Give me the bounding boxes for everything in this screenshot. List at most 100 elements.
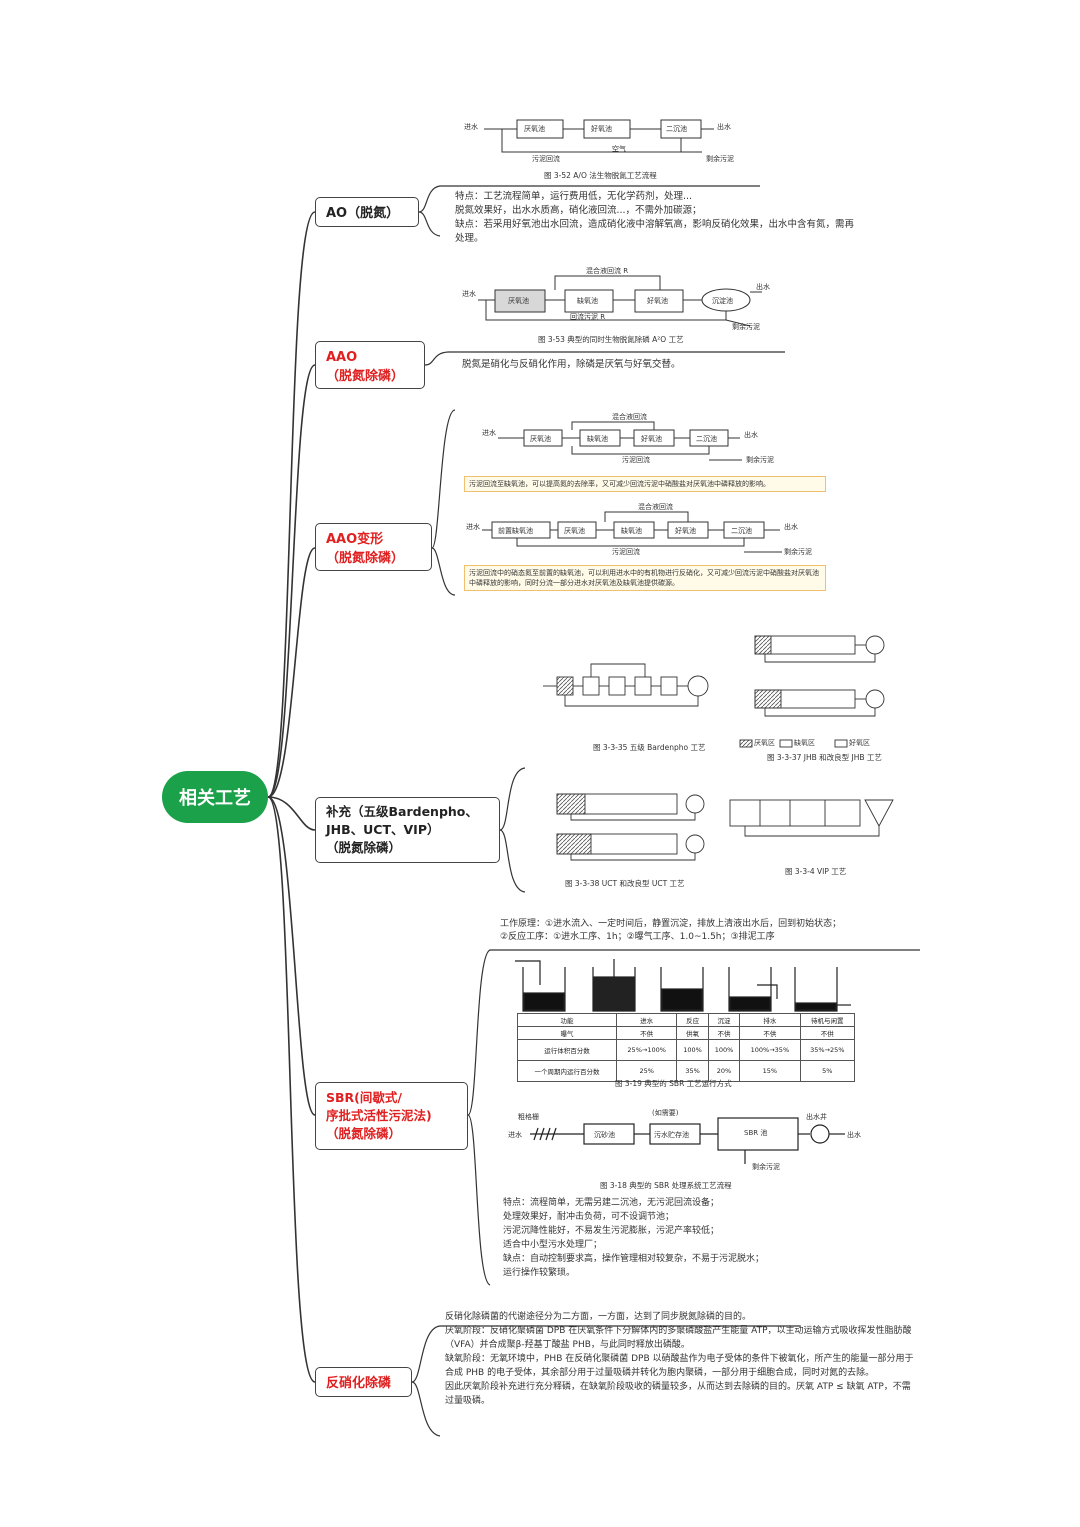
sbr-flow-caption: 图 3-18 典型的 SBR 处理系统工艺流程 — [600, 1181, 732, 1190]
aao-v1-label-mixed: 混合液回流 — [612, 413, 647, 421]
table-row: 运行体积百分数 25%→100% 100% 100% 100%→35% 35%→… — [517, 1039, 856, 1061]
ao-label-aerobic: 好氧池 — [591, 125, 612, 133]
sbr-td: 35% — [676, 1060, 709, 1082]
aao-label-inflow: 进水 — [462, 290, 476, 298]
branch-aao-title-2: （脱氮除磷） — [326, 369, 405, 384]
aao-v1-label-inflow: 进水 — [482, 429, 496, 437]
aao-label-mixed-return: 混合液回流 R — [586, 267, 629, 275]
branch-sbr-title-3: （脱氮除磷） — [326, 1126, 402, 1141]
sbr-th: 沉淀 — [707, 1013, 741, 1027]
sbr-table-head-row: 功能 进水 反应 沉淀 排水 待机与闲置 — [517, 1013, 856, 1027]
aao-v2-label-pre-anoxic: 前置缺氧池 — [498, 527, 533, 535]
aao-v1-label-excess: 剩余污泥 — [746, 456, 774, 464]
branch-supplement-title-2: JHB、UCT、VIP） — [326, 822, 440, 837]
sbr-flow-label-outflow: 出水 — [847, 1131, 861, 1139]
aao-v1-label-return: 污泥回流 — [622, 456, 650, 464]
branch-supplement-title-3: （脱氮除磷） — [326, 840, 402, 855]
aao-flow-diagram: 进水 厌氧池 缺氧池 好氧池 沉淀池 出水 混合液回流 R 回流污泥 R 剩余污… — [460, 262, 780, 348]
aao-v2-label-inflow: 进水 — [466, 523, 480, 531]
aao-v2-label-aerobic: 好氧池 — [675, 527, 696, 535]
branch-sbr-title-1: SBR(间歇式/ — [326, 1090, 402, 1105]
branch-aao-variant[interactable]: AAO变形 （脱氮除磷） — [315, 523, 432, 571]
branch-aao-variant-title-1: AAO变形 — [326, 532, 384, 547]
aao-variant-diagram-1: 混合液回流 进水 厌氧池 缺氧池 好氧池 二沉池 出水 污泥回流 剩余污泥 — [462, 410, 827, 472]
sbr-flow-diagram: 粗格栅 (如需要) 进水 沉砂池 污水贮存池 SBR 池 出水井 出水 剩余污泥 — [500, 1100, 870, 1180]
aao-v2-label-anoxic: 缺氧池 — [621, 527, 642, 535]
legend-anoxic: 缺氧区 — [794, 739, 815, 747]
aao-v2-label-anaerobic: 厌氧池 — [564, 527, 585, 535]
aao-v2-label-clarifier: 二沉池 — [731, 527, 752, 535]
aao-variant-note-2: 污泥回流中的硝态氮至前置的缺氧池，可以利用进水中的有机物进行反硝化，又可减少回流… — [464, 565, 826, 591]
sbr-flow-label-optional: (如需要) — [652, 1109, 679, 1117]
sbr-td: 运行体积百分数 — [517, 1039, 617, 1061]
branch-supplement[interactable]: 补充（五级Bardenpho、 JHB、UCT、VIP） （脱氮除磷） — [315, 797, 500, 863]
ao-label-clarifier: 二沉池 — [666, 125, 687, 133]
ao-note: 特点：工艺流程简单，运行费用低，无化学药剂，处理... 脱氮效果好，出水水质高，… — [455, 191, 855, 244]
sbr-td: 100% — [676, 1039, 709, 1061]
sbr-td: 不供 — [799, 1026, 856, 1040]
aao-label-outflow: 出水 — [756, 283, 770, 291]
sbr-header-note: 工作原理：①进水流入、一定时间后，静置沉淀，排放上清液出水后，回到初始状态； ②… — [500, 919, 842, 942]
sbr-note: 特点：流程简单，无需另建二沉池，无污泥回流设备； 处理效果好，耐冲击负荷，可不设… — [503, 1198, 765, 1278]
root-node[interactable]: 相关工艺 — [162, 771, 268, 823]
branch-ao-title: AO（脱氮） — [326, 206, 400, 221]
legend-anaerobic: 厌氧区 — [754, 739, 775, 747]
sbr-td: 5% — [799, 1060, 856, 1082]
table-row: 曝气 不供 供氧 不供 不供 不供 — [517, 1026, 856, 1040]
branch-sbr[interactable]: SBR(间歇式/ 序批式活性污泥法) （脱氮除磷） — [315, 1082, 468, 1150]
sbr-td: 不供 — [615, 1026, 678, 1040]
aao-caption: 图 3-53 典型的同时生物脱氮除磷 A²O 工艺 — [538, 335, 684, 344]
legend-aerobic: 好氧区 — [849, 739, 870, 747]
branch-aao-variant-title-2: （脱氮除磷） — [326, 551, 405, 566]
sbr-td: 不供 — [739, 1026, 801, 1040]
sbr-flow-label-outlet-well: 出水井 — [806, 1113, 827, 1121]
root-label: 相关工艺 — [179, 788, 251, 809]
branch-denitrifying-p[interactable]: 反硝化除磷 — [315, 1367, 412, 1397]
branch-aao-title-1: AAO — [326, 350, 358, 365]
sbr-td: 35%→25% — [799, 1039, 856, 1061]
ao-label-excess: 剩余污泥 — [706, 155, 734, 163]
sbr-th: 排水 — [739, 1013, 801, 1027]
sbr-td: 20% — [707, 1060, 741, 1082]
sbr-td: 25%→100% — [615, 1039, 678, 1061]
aao-v1-label-aerobic: 好氧池 — [641, 435, 662, 443]
aao-v2-label-mixed: 混合液回流 — [638, 503, 673, 511]
sbr-flow-label-sbr-tank: SBR 池 — [744, 1129, 768, 1137]
aao-label-excess: 剩余污泥 — [732, 323, 760, 331]
aao-note: 脱氮是硝化与反硝化作用，除磷是厌氧与好氧交替。 — [462, 359, 681, 370]
aao-v1-label-anoxic: 缺氧池 — [587, 435, 608, 443]
sbr-flow-label-inflow: 进水 — [508, 1131, 522, 1139]
branch-ao[interactable]: AO（脱氮） — [315, 197, 419, 227]
sbr-td: 100%→35% — [739, 1039, 801, 1061]
ao-flow-diagram: 进水 厌氧池 好氧池 二沉池 出水 污泥回流 空气 剩余污泥 图 3-52 A/… — [462, 112, 762, 184]
branch-aao[interactable]: AAO （脱氮除磷） — [315, 341, 425, 389]
sbr-flow-label-storage: 污水贮存池 — [654, 1131, 689, 1139]
sbr-flow-label-grit: 沉砂池 — [594, 1131, 615, 1139]
sbr-td: 一个周期内运行百分数 — [517, 1060, 617, 1082]
aao-v1-label-anaerobic: 厌氧池 — [530, 435, 551, 443]
branch-sbr-title-2: 序批式活性污泥法) — [326, 1108, 432, 1123]
uct-caption: 图 3-3-38 UCT 和改良型 UCT 工艺 — [565, 879, 685, 888]
vip-caption: 图 3-3-4 VIP 工艺 — [785, 867, 847, 876]
aao-v1-label-outflow: 出水 — [744, 431, 758, 439]
sbr-tanks-diagram — [495, 955, 865, 1015]
aao-v2-label-outflow: 出水 — [784, 523, 798, 531]
ao-label-air: 空气 — [612, 145, 626, 153]
ao-caption: 图 3-52 A/O 法生物脱氮工艺流程 — [544, 171, 657, 180]
aao-v2-label-excess: 剩余污泥 — [784, 548, 812, 556]
aao-label-aerobic: 好氧池 — [647, 297, 668, 305]
sbr-th: 待机与闲置 — [799, 1013, 856, 1027]
sbr-th: 进水 — [615, 1013, 678, 1027]
sbr-flow-label-excess: 剩余污泥 — [752, 1163, 780, 1171]
sbr-td: 15% — [739, 1060, 801, 1082]
sbr-th: 功能 — [517, 1013, 617, 1027]
denitrifying-p-note: 反硝化除磷菌的代谢途径分为二方面，一方面，达到了同步脱氮除磷的目的。 厌氧阶段：… — [445, 1312, 914, 1406]
ao-label-outflow: 出水 — [717, 123, 731, 131]
sbr-td: 100% — [707, 1039, 741, 1061]
aao-label-settling: 沉淀池 — [712, 297, 733, 305]
ao-label-anaerobic: 厌氧池 — [524, 125, 545, 133]
branch-supplement-title-1: 补充（五级Bardenpho、 — [326, 804, 478, 819]
aao-variant-diagram-2: 混合液回流 进水 前置缺氧池 厌氧池 缺氧池 好氧池 二沉池 出水 污泥回流 剩… — [462, 500, 827, 562]
aao-label-sludge-return: 回流污泥 R — [570, 313, 606, 321]
